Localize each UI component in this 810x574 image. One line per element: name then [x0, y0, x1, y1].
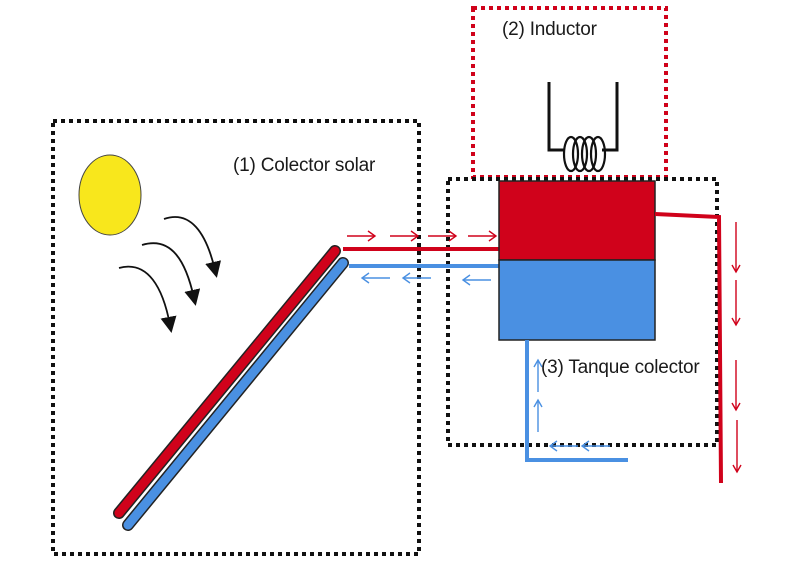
flow-arrow-icon	[732, 420, 742, 474]
flow-arrow-icon	[401, 272, 431, 284]
inductor-label: (2) Inductor	[502, 19, 597, 40]
flow-arrow-icon	[428, 230, 458, 242]
cold-pipe-in	[525, 340, 628, 462]
flow-arrow-icon	[468, 230, 498, 242]
flow-arrow-icon	[533, 358, 543, 392]
flow-arrow-icon	[347, 230, 377, 242]
hot-pipe-out	[654, 212, 723, 484]
cold-inlet-arrows	[533, 358, 610, 452]
flow-arrow-icon	[461, 274, 491, 286]
collector-panel-hot-fill	[114, 246, 340, 518]
flow-arrow-icon	[731, 280, 741, 327]
flow-arrow-icon	[360, 272, 390, 284]
heat-rays	[118, 216, 222, 333]
cold-flow-arrows	[360, 272, 491, 286]
collector-panel-cold-fill	[123, 258, 348, 530]
tank-cold-section	[498, 259, 656, 341]
tank-hot-section	[498, 180, 656, 261]
flow-arrow-icon	[731, 360, 741, 412]
coil-icon	[547, 82, 619, 173]
flow-arrow-icon	[548, 440, 578, 452]
hot-flow-arrows	[347, 230, 498, 242]
flow-arrow-icon	[390, 230, 420, 242]
tank-label: (3) Tanque colector	[541, 357, 700, 378]
flow-arrow-icon	[533, 398, 543, 432]
flow-arrow-icon	[731, 222, 741, 274]
flow-arrow-icon	[580, 440, 610, 452]
collector-label: (1) Colector solar	[233, 155, 376, 176]
hot-outlet-arrows	[731, 222, 742, 474]
heat-ray-arrow-icon	[141, 242, 201, 306]
sun-icon	[78, 154, 142, 236]
heat-ray-arrow-icon	[118, 265, 177, 333]
tank-frame	[446, 177, 719, 447]
heat-ray-arrow-icon	[163, 216, 222, 278]
